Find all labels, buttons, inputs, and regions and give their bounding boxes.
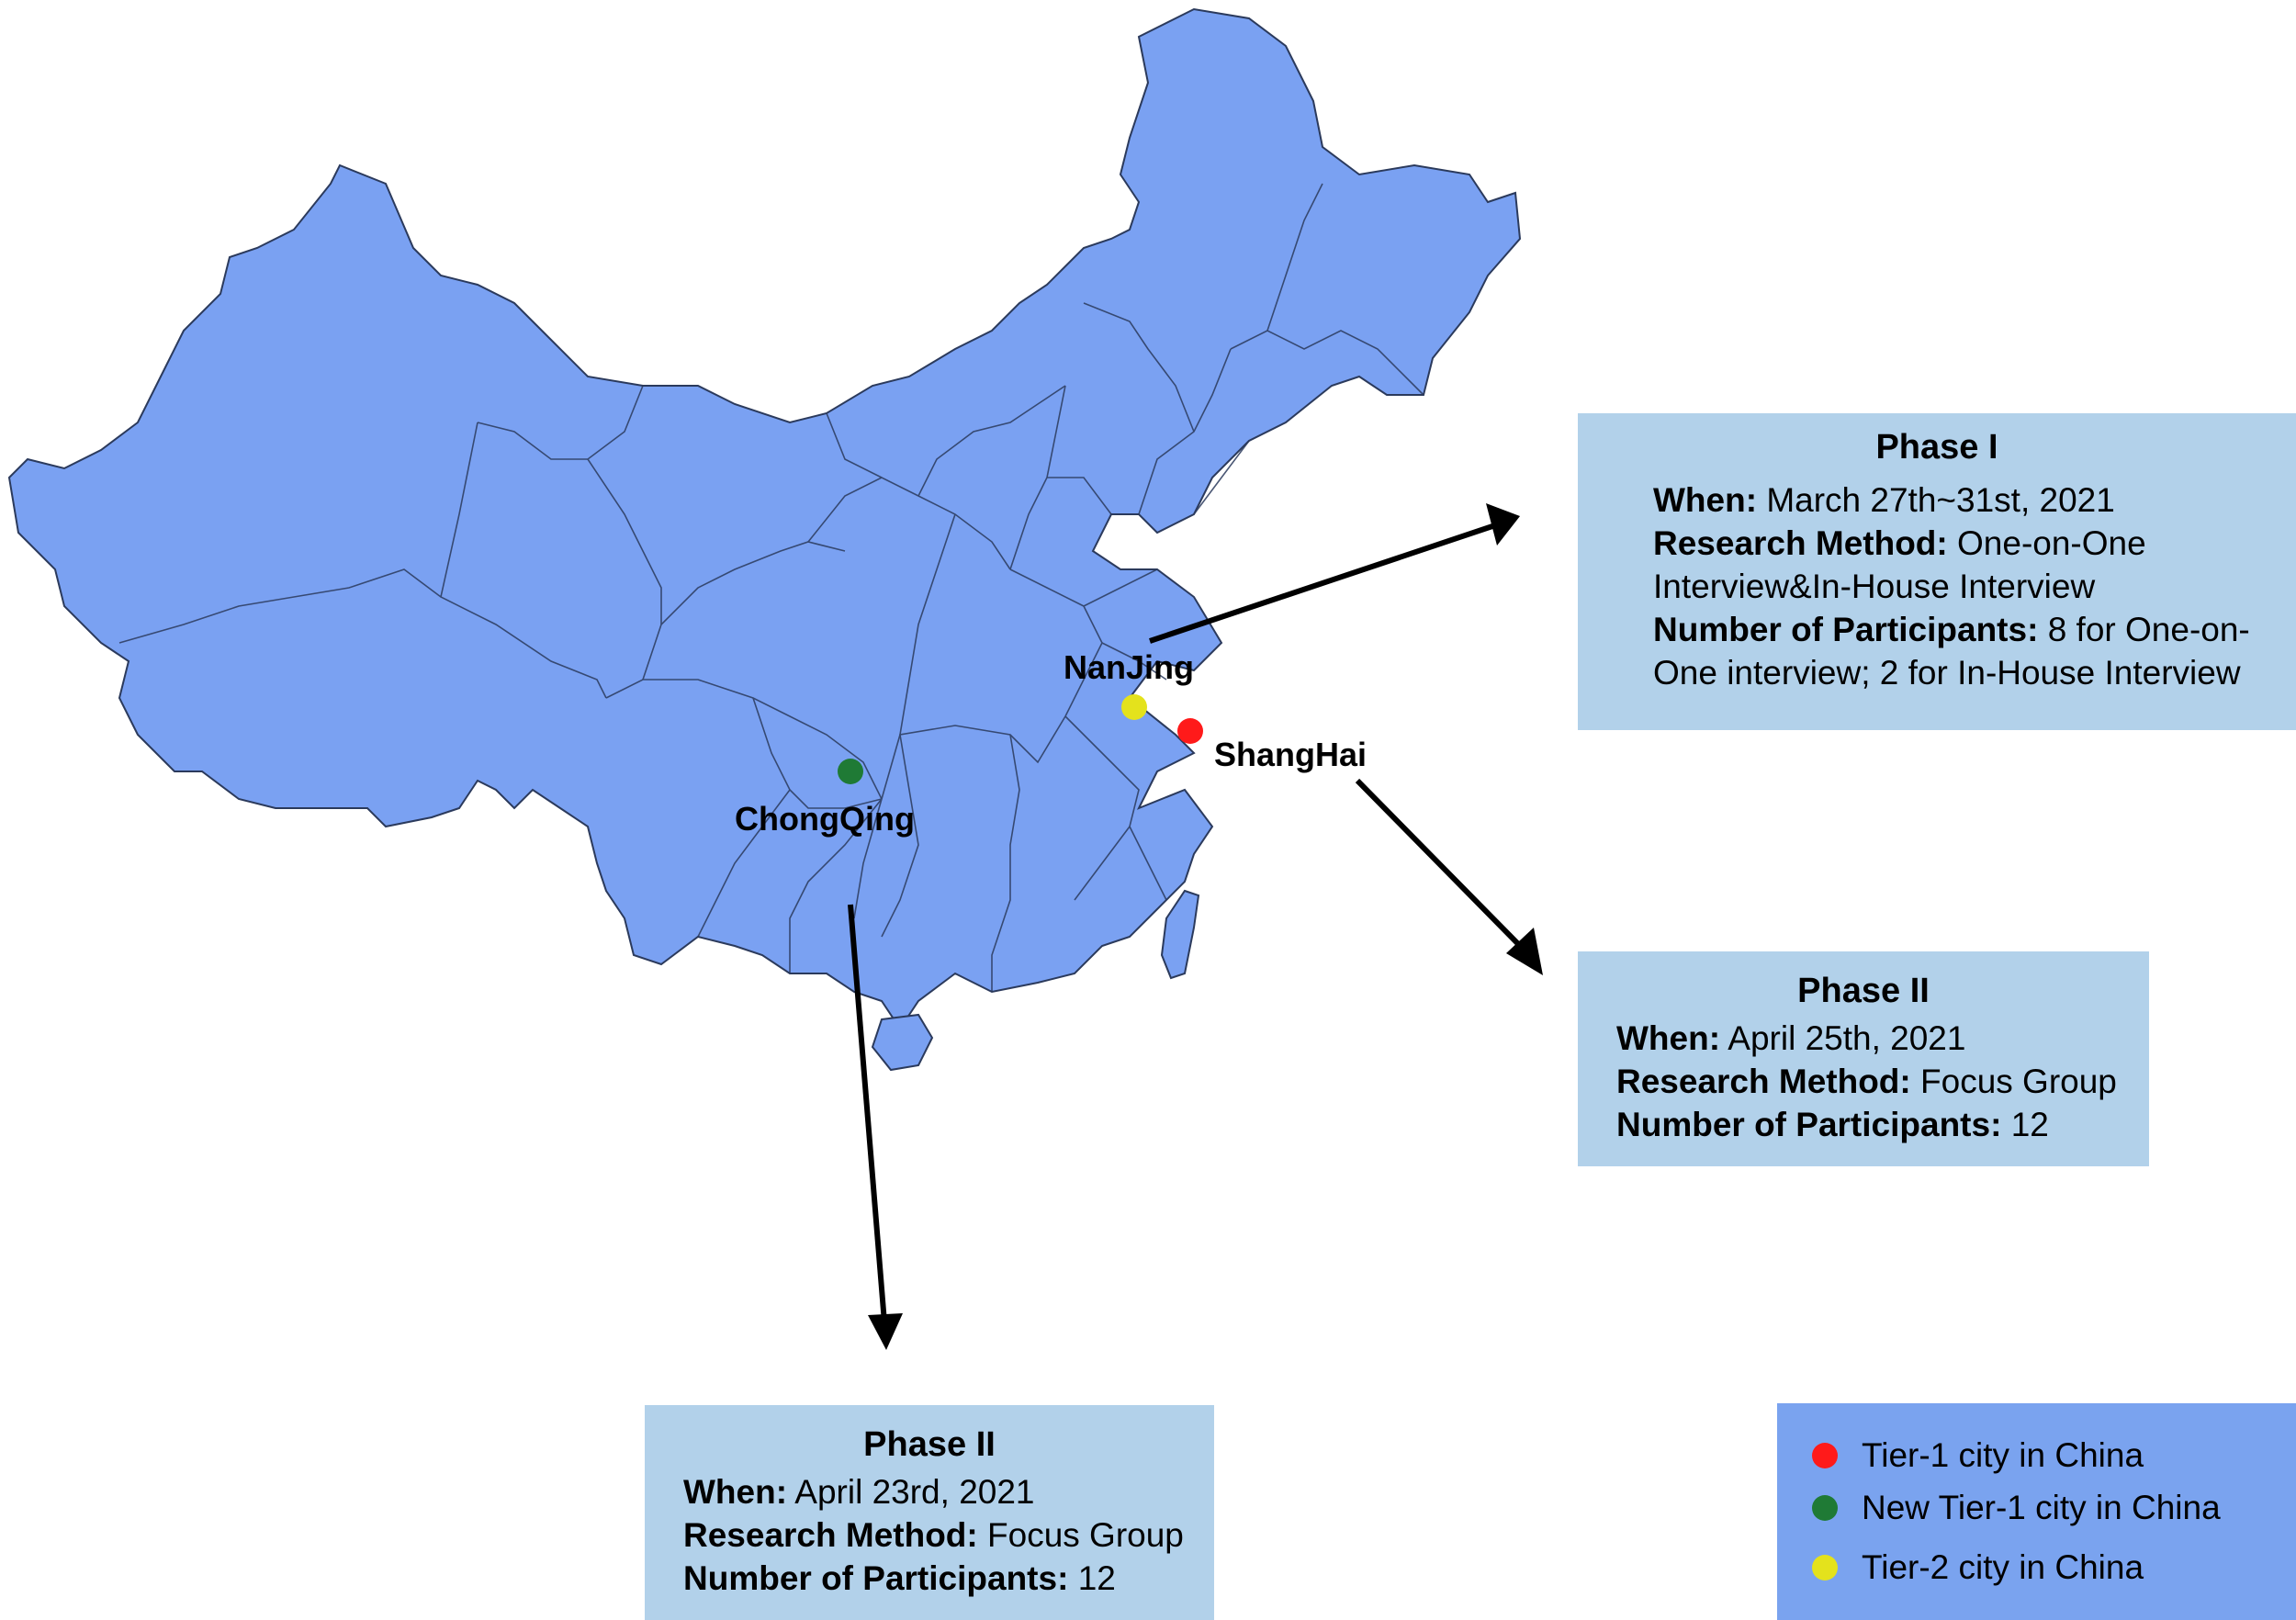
phase-i-when: When: March 27th~31st, 2021 bbox=[1653, 478, 2278, 522]
legend-label-tier2: Tier-2 city in China bbox=[1862, 1548, 2144, 1586]
phase-ii-nanjing-method: Research Method: Focus Group bbox=[1616, 1060, 2140, 1103]
participants-value: 12 bbox=[1077, 1559, 1116, 1597]
legend-item-new-tier1: New Tier-1 city in China bbox=[1812, 1489, 2221, 1527]
arrowhead-phase-ii-nanjing bbox=[1506, 928, 1543, 975]
when-value: April 23rd, 2021 bbox=[794, 1473, 1035, 1511]
when-value: March 27th~31st, 2021 bbox=[1766, 481, 2115, 519]
phase-ii-chongqing-when: When: April 23rd, 2021 bbox=[683, 1470, 1205, 1513]
participants-label: Number of Participants: bbox=[1653, 611, 2039, 648]
arrow-to-phase-i bbox=[1149, 519, 1507, 644]
phase-i-title: Phase I bbox=[1875, 428, 1998, 467]
method-value: Focus Group bbox=[1920, 1063, 2117, 1100]
arrowhead-phase-i bbox=[1486, 503, 1520, 546]
phase-i-participants: Number of Participants: 8 for One-on-One… bbox=[1653, 608, 2278, 694]
phase-ii-nanjing-when: When: April 25th, 2021 bbox=[1616, 1017, 2140, 1060]
arrow-to-phase-ii-chongqing bbox=[848, 904, 887, 1323]
phase-i-box: Phase I When: March 27th~31st, 2021 Rese… bbox=[1578, 413, 2296, 730]
method-value: Focus Group bbox=[987, 1516, 1184, 1554]
phase-ii-chongqing-method: Research Method: Focus Group bbox=[683, 1513, 1205, 1557]
province-borders bbox=[118, 183, 1424, 992]
participants-label: Number of Participants: bbox=[683, 1559, 1069, 1597]
chongqing-label: ChongQing bbox=[735, 800, 915, 838]
method-value: One-on-One Interview&In-House Interview bbox=[1653, 524, 2146, 605]
phase-ii-nanjing-title: Phase II bbox=[1797, 972, 1930, 1010]
china-mainland-shape bbox=[7, 7, 1522, 1030]
arrow-to-phase-ii-nanjing bbox=[1355, 778, 1532, 958]
green-dot-icon bbox=[1812, 1495, 1838, 1521]
phase-ii-nanjing-box: Phase II When: April 25th, 2021 Research… bbox=[1578, 951, 2149, 1166]
legend-label-tier1: Tier-1 city in China bbox=[1862, 1436, 2144, 1474]
phase-ii-chongqing-title: Phase II bbox=[863, 1425, 996, 1464]
nanjing-label: NanJing bbox=[1064, 648, 1195, 686]
red-dot-icon bbox=[1812, 1443, 1838, 1468]
method-label: Research Method: bbox=[1616, 1063, 1911, 1100]
when-label: When: bbox=[683, 1473, 788, 1511]
participants-value: 8 for One-on-One interview; 2 for In-Hou… bbox=[1653, 611, 2250, 692]
arrowhead-phase-ii-chongqing bbox=[868, 1313, 903, 1350]
phase-i-method: Research Method: One-on-One Interview&In… bbox=[1653, 522, 2278, 608]
shanghai-marker bbox=[1177, 718, 1203, 744]
when-label: When: bbox=[1616, 1019, 1721, 1057]
legend-item-tier2: Tier-2 city in China bbox=[1812, 1548, 2144, 1587]
phase-ii-nanjing-participants: Number of Participants: 12 bbox=[1616, 1103, 2140, 1146]
method-label: Research Method: bbox=[1653, 524, 1948, 562]
participants-label: Number of Participants: bbox=[1616, 1106, 2002, 1143]
hainan-shape bbox=[871, 1013, 934, 1072]
phase-ii-chongqing-box: Phase II When: April 23rd, 2021 Research… bbox=[645, 1405, 1214, 1620]
yellow-dot-icon bbox=[1812, 1555, 1838, 1581]
nanjing-marker bbox=[1121, 694, 1147, 720]
when-value: April 25th, 2021 bbox=[1728, 1019, 1966, 1057]
phase-ii-chongqing-participants: Number of Participants: 12 bbox=[683, 1557, 1205, 1600]
participants-value: 12 bbox=[2010, 1106, 2049, 1143]
method-label: Research Method: bbox=[683, 1516, 978, 1554]
taiwan-shape bbox=[1160, 889, 1200, 980]
legend: Tier-1 city in China New Tier-1 city in … bbox=[1777, 1403, 2296, 1620]
legend-label-new-tier1: New Tier-1 city in China bbox=[1862, 1489, 2221, 1526]
legend-item-tier1: Tier-1 city in China bbox=[1812, 1436, 2144, 1475]
when-label: When: bbox=[1653, 481, 1758, 519]
chongqing-marker bbox=[838, 759, 863, 784]
shanghai-label: ShangHai bbox=[1214, 736, 1367, 773]
